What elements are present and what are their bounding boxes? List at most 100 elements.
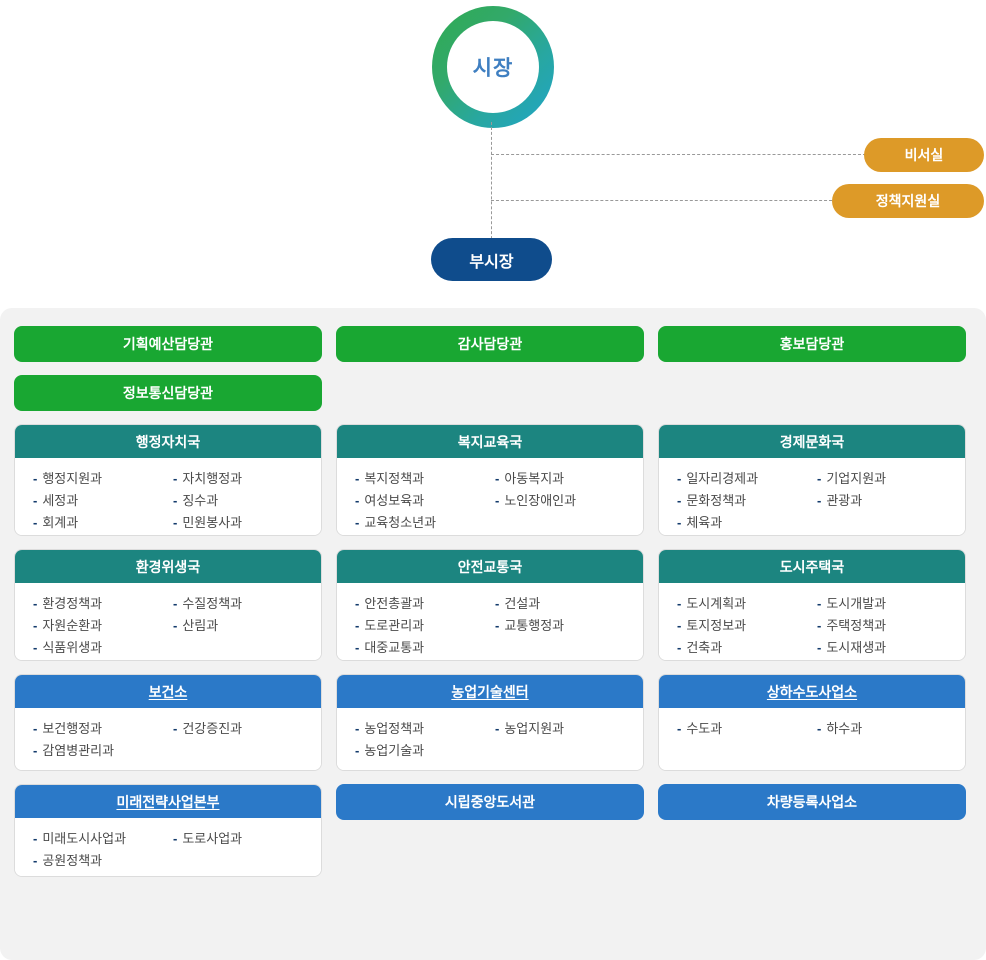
mayor-node[interactable]: 시장 xyxy=(432,6,554,128)
bureau-card[interactable]: 복지교육국 -복지정책과 -아동복지과 -여성보육과 -노인장애인과 -교육청소… xyxy=(336,424,644,536)
division-item[interactable]: -징수과 xyxy=(173,490,313,512)
division-item[interactable]: -복지정책과 xyxy=(355,468,495,490)
division-item[interactable]: -농업기술과 xyxy=(355,740,495,762)
bureau-card-header: 환경위생국 xyxy=(15,550,321,583)
bureau-col: 안전교통국 -안전총괄과 -건설과 -도로관리과 -교통행정과 -대중교통과 xyxy=(336,549,644,661)
division-item[interactable]: -일자리경제과 xyxy=(677,468,817,490)
bureau-col: 행정자치국 -행정지원과 -자치행정과 -세정과 -징수과 -회계과 -민원봉사… xyxy=(14,424,322,536)
agency-card[interactable]: 농업기술센터 -농업정책과 -농업지원과 -농업기술과 xyxy=(336,674,644,771)
dash-bullet-icon: - xyxy=(355,471,360,486)
division-item[interactable]: -수질정책과 xyxy=(173,593,313,615)
officer-planning-budget[interactable]: 기획예산담당관 xyxy=(14,326,322,362)
dash-bullet-icon: - xyxy=(677,471,682,486)
agency-card[interactable]: 상하수도사업소 -수도과 -하수과 xyxy=(658,674,966,771)
bureau-card[interactable]: 환경위생국 -환경정책과 -수질정책과 -자원순환과 -산림과 -식품위생과 xyxy=(14,549,322,661)
division-item[interactable]: -도로사업과 xyxy=(173,828,313,850)
division-item[interactable]: -하수과 xyxy=(817,718,957,760)
division-item[interactable]: -노인장애인과 xyxy=(495,490,635,512)
vice-mayor-node[interactable]: 부시장 xyxy=(431,238,552,281)
division-item[interactable]: -회계과 xyxy=(33,512,173,534)
division-item[interactable]: -수도과 xyxy=(677,718,817,760)
division-label: 건설과 xyxy=(504,596,541,611)
division-item[interactable]: -공원정책과 xyxy=(33,850,173,872)
connector-line-secretary xyxy=(491,154,866,155)
dash-bullet-icon: - xyxy=(495,596,500,611)
division-item[interactable]: -토지정보과 xyxy=(677,615,817,637)
division-item[interactable]: -자원순환과 xyxy=(33,615,173,637)
division-item[interactable]: -농업정책과 xyxy=(355,718,495,740)
officer-row-1: 기획예산담당관 감사담당관 홍보담당관 xyxy=(14,326,972,362)
bureau-card-header: 복지교육국 xyxy=(337,425,643,458)
division-item[interactable]: -도시개발과 xyxy=(817,593,957,615)
division-item[interactable]: -안전총괄과 xyxy=(355,593,495,615)
bureau-title: 안전교통국 xyxy=(457,558,523,575)
officer-public-relations-label: 홍보담당관 xyxy=(779,336,845,352)
division-item[interactable]: -주택정책과 xyxy=(817,615,957,637)
division-item[interactable]: -도시계획과 xyxy=(677,593,817,615)
officer-ict[interactable]: 정보통신담당관 xyxy=(14,375,322,411)
bureau-card[interactable]: 안전교통국 -안전총괄과 -건설과 -도로관리과 -교통행정과 -대중교통과 xyxy=(336,549,644,661)
division-item[interactable]: -산림과 xyxy=(173,615,313,637)
agency-card[interactable]: 보건소 -보건행정과 -건강증진과 -감염병관리과 xyxy=(14,674,322,771)
division-item[interactable]: -여성보육과 xyxy=(355,490,495,512)
agency-title: 농업기술센터 xyxy=(451,683,529,700)
officer-col: 정보통신담당관 xyxy=(14,375,322,411)
division-item[interactable]: -식품위생과 xyxy=(33,637,173,659)
division-item[interactable]: -건강증진과 xyxy=(173,718,313,740)
division-item[interactable]: -환경정책과 xyxy=(33,593,173,615)
dash-bullet-icon: - xyxy=(495,493,500,508)
agency-city-library-label: 시립중앙도서관 xyxy=(444,794,536,810)
agency-vehicle-registration[interactable]: 차량등록사업소 xyxy=(658,784,966,820)
bureau-card[interactable]: 경제문화국 -일자리경제과 -기업지원과 -문화정책과 -관광과 -체육과 xyxy=(658,424,966,536)
division-item[interactable]: -교통행정과 xyxy=(495,615,635,637)
division-item[interactable]: -대중교통과 xyxy=(355,637,495,659)
officer-public-relations[interactable]: 홍보담당관 xyxy=(658,326,966,362)
dash-bullet-icon: - xyxy=(817,721,822,736)
mayor-node-inner: 시장 xyxy=(447,21,539,113)
division-item[interactable]: -자치행정과 xyxy=(173,468,313,490)
division-item[interactable]: -문화정책과 xyxy=(677,490,817,512)
division-item[interactable]: -민원봉사과 xyxy=(173,512,313,534)
division-item[interactable]: -아동복지과 xyxy=(495,468,635,490)
division-label: 건축과 xyxy=(686,640,723,655)
division-item[interactable]: -체육과 xyxy=(677,512,817,534)
division-item[interactable]: -도시재생과 xyxy=(817,637,957,659)
bureau-future-strategy-card[interactable]: 미래전략사업본부 -미래도시사업과 -도로사업과 -공원정책과 xyxy=(14,784,322,877)
dash-bullet-icon: - xyxy=(817,640,822,655)
division-item[interactable]: -교육청소년과 xyxy=(355,512,495,534)
division-label: 관광과 xyxy=(826,493,863,508)
dash-bullet-icon: - xyxy=(817,596,822,611)
agency-row: 보건소 -보건행정과 -건강증진과 -감염병관리과 농업기술센터 -농업정책과 … xyxy=(14,674,972,771)
dash-bullet-icon: - xyxy=(677,493,682,508)
agency-city-library[interactable]: 시립중앙도서관 xyxy=(336,784,644,820)
agency-division-list: -수도과 -하수과 xyxy=(659,708,965,770)
officer-planning-budget-label: 기획예산담당관 xyxy=(122,336,214,352)
org-chart-top-section: 시장 비서실 정책지원실 부시장 xyxy=(0,0,986,308)
division-item[interactable]: -관광과 xyxy=(817,490,957,512)
dash-bullet-icon: - xyxy=(33,493,38,508)
division-item[interactable]: -미래도시사업과 xyxy=(33,828,173,850)
bottom-col: 시립중앙도서관 xyxy=(336,784,644,877)
bureau-card[interactable]: 행정자치국 -행정지원과 -자치행정과 -세정과 -징수과 -회계과 -민원봉사… xyxy=(14,424,322,536)
officer-audit[interactable]: 감사담당관 xyxy=(336,326,644,362)
division-item[interactable]: -보건행정과 xyxy=(33,718,173,740)
dash-bullet-icon: - xyxy=(355,721,360,736)
office-policy-support[interactable]: 정책지원실 xyxy=(832,184,984,218)
division-label: 주택정책과 xyxy=(826,618,887,633)
division-item[interactable]: -건설과 xyxy=(495,593,635,615)
division-item[interactable]: -행정지원과 xyxy=(33,468,173,490)
division-label: 농업지원과 xyxy=(504,721,565,736)
bureau-card[interactable]: 도시주택국 -도시계획과 -도시개발과 -토지정보과 -주택정책과 -건축과 -… xyxy=(658,549,966,661)
dash-bullet-icon: - xyxy=(33,853,38,868)
division-item[interactable]: -건축과 xyxy=(677,637,817,659)
division-item[interactable]: -세정과 xyxy=(33,490,173,512)
dash-bullet-icon: - xyxy=(33,640,38,655)
division-item[interactable]: -농업지원과 xyxy=(495,718,635,740)
division-item[interactable]: -기업지원과 xyxy=(817,468,957,490)
division-item[interactable]: -도로관리과 xyxy=(355,615,495,637)
office-secretary[interactable]: 비서실 xyxy=(864,138,984,172)
dash-bullet-icon: - xyxy=(677,618,682,633)
division-label: 하수과 xyxy=(826,721,863,736)
officer-col: 홍보담당관 xyxy=(658,326,966,362)
division-item[interactable]: -감염병관리과 xyxy=(33,740,173,762)
